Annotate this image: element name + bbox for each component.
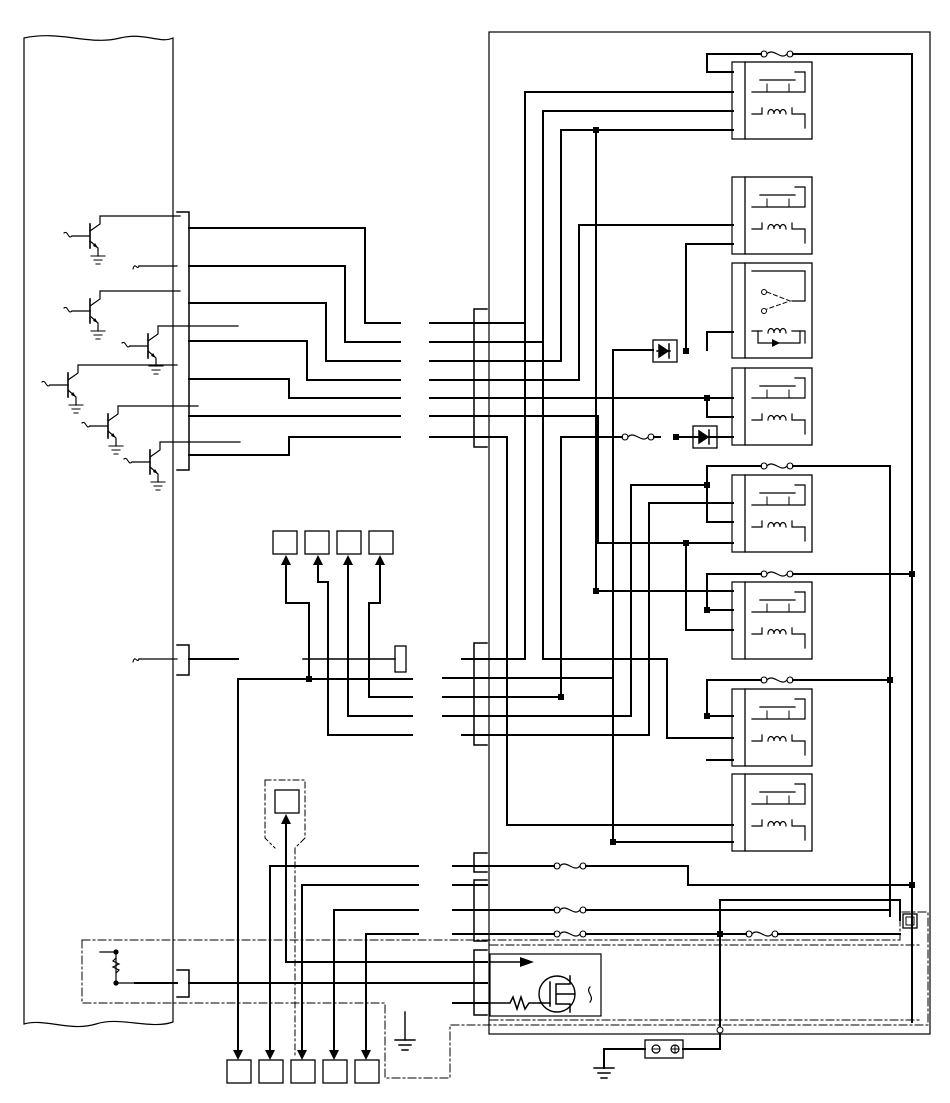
relay-1 (731, 61, 813, 140)
fuse-8 (547, 928, 593, 940)
ground-symbol (394, 1011, 416, 1051)
ecu-resistor-circuit (99, 949, 178, 986)
fuses (547, 48, 800, 940)
relay-7 (731, 773, 813, 852)
ecu-connector-brackets (176, 211, 190, 998)
relay-box-wiring (486, 53, 913, 1031)
battery (593, 1026, 724, 1079)
relay-4 (731, 474, 813, 553)
inline-connector-wires (429, 322, 488, 736)
signal-input (132, 658, 178, 663)
junction-dot (610, 839, 616, 845)
junction-dot (704, 482, 710, 488)
indicator-lamp (264, 779, 476, 1056)
fuse-5 (754, 674, 800, 686)
ecu-harness-wires (188, 227, 476, 984)
transistor-5 (81, 405, 199, 455)
relay-box (488, 31, 931, 1035)
fuse-2 (615, 431, 661, 443)
ecu-transistors (41, 215, 241, 663)
transistor-6 (123, 441, 241, 491)
junction-dots (306, 127, 915, 937)
junction-dot (717, 931, 723, 937)
junction-dot (673, 434, 679, 440)
output-stage (486, 953, 602, 1017)
top-load-wires (237, 558, 413, 1056)
shield-outline (81, 911, 929, 1079)
ecu-unit (23, 35, 174, 1028)
transistor-1 (63, 215, 181, 265)
junction-dot (593, 588, 599, 594)
relay-2 (731, 176, 813, 255)
bottom-loads (226, 1059, 380, 1084)
junction-dot (593, 127, 599, 133)
diodes (652, 339, 718, 449)
relay-switch (731, 262, 813, 359)
fuse-3 (754, 460, 800, 472)
junction-dot (704, 607, 710, 613)
junction-dot (909, 571, 915, 577)
junction-dot (704, 713, 710, 719)
lower-connector-stubs (452, 865, 488, 1004)
fuse-9 (739, 928, 785, 940)
fusible-link (902, 913, 918, 929)
relay-3 (731, 367, 813, 446)
junction-dot (909, 882, 915, 888)
transistor-3 (121, 325, 239, 375)
relay-5 (731, 581, 813, 660)
relay-blocks (731, 61, 813, 852)
signal-input (132, 265, 178, 270)
bottom-load-wires (269, 865, 419, 1056)
fuse-7 (547, 904, 593, 916)
top-loads (272, 530, 394, 555)
fuse-6 (547, 860, 593, 872)
junction-dot (683, 348, 689, 354)
junction-dot (887, 677, 893, 683)
transistor-4 (41, 364, 178, 414)
fuse-1 (754, 48, 800, 60)
junction-dot (704, 395, 710, 401)
transistor-2 (63, 290, 181, 340)
junction-dot (683, 540, 689, 546)
relay-6 (731, 688, 813, 767)
bottom-load-arrows (233, 1050, 371, 1060)
fuse-4 (754, 568, 800, 580)
sensor-switch (302, 645, 407, 673)
top-load-arrows (281, 555, 385, 565)
junction-dot (558, 694, 564, 700)
